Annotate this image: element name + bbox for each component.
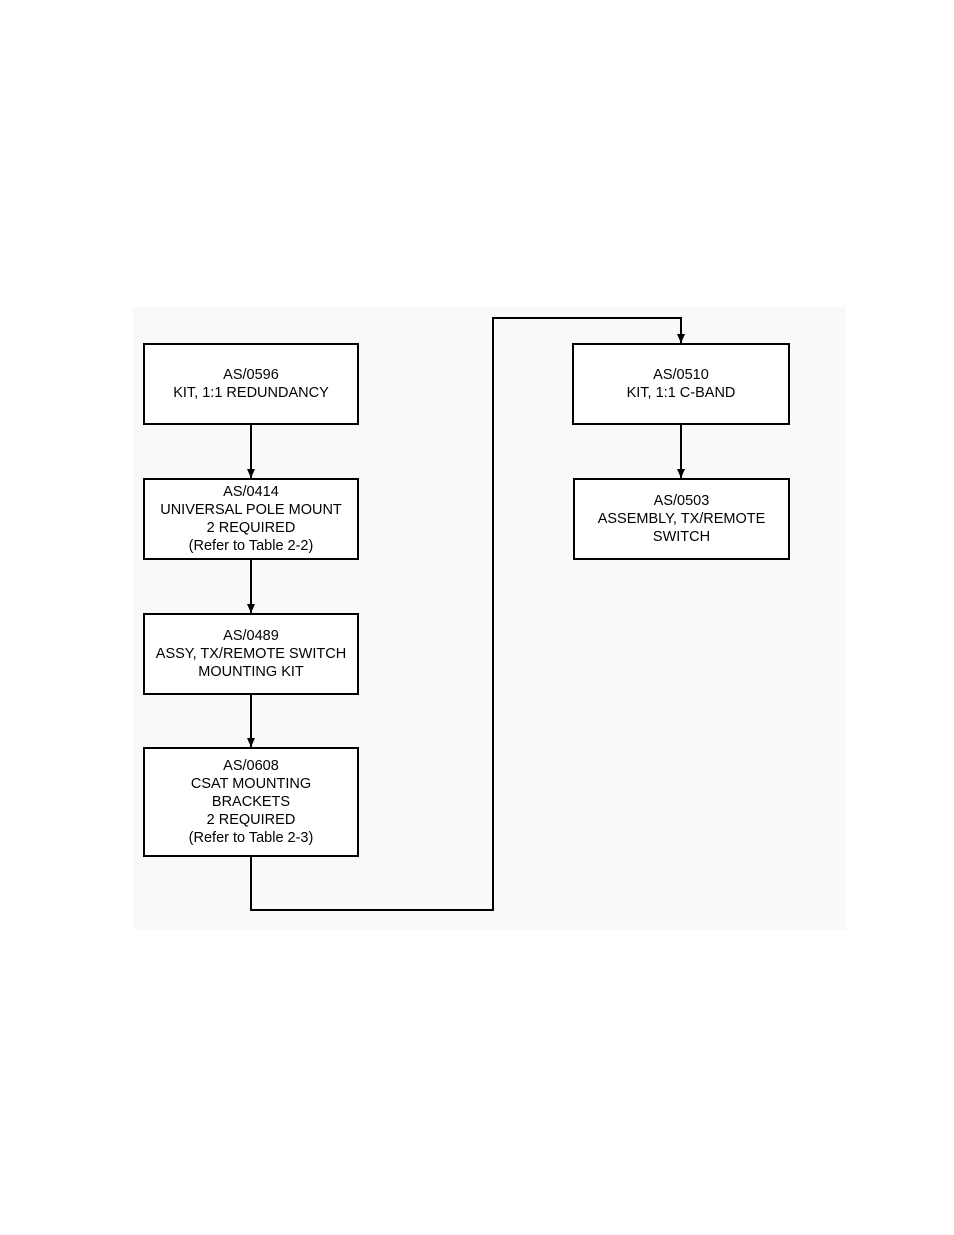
node-label-line: (Refer to Table 2-3)	[188, 830, 314, 846]
node-label-line: AS/0510	[653, 367, 709, 383]
connector-arrow-as0608-to-as0510	[250, 317, 685, 911]
node-label-line: (Refer to Table 2-2)	[188, 538, 314, 554]
node-label-line: CSAT MOUNTING	[190, 776, 312, 792]
node-label-line: MOUNTING KIT	[198, 664, 304, 680]
node-label-line: AS/0489	[223, 628, 279, 644]
node-label-line: SWITCH	[652, 529, 711, 545]
node-label-line: ASSY, TX/REMOTE SWITCH	[155, 646, 347, 662]
node-label-line: 2 REQUIRED	[206, 520, 296, 536]
node-label-line: 2 REQUIRED	[206, 812, 296, 828]
node-label-line: AS/0414	[223, 484, 279, 500]
node-label-line: AS/0596	[223, 367, 279, 383]
node-label-line: AS/0608	[223, 758, 279, 774]
node-label-line: UNIVERSAL POLE MOUNT	[160, 502, 342, 518]
node-label-line: AS/0503	[653, 493, 710, 509]
node-label-line: ASSEMBLY, TX/REMOTE	[597, 511, 766, 527]
node-label-line: KIT, 1:1 C-BAND	[626, 385, 736, 401]
node-label-line: KIT, 1:1 REDUNDANCY	[173, 385, 329, 401]
node-label-line: BRACKETS	[211, 794, 291, 810]
